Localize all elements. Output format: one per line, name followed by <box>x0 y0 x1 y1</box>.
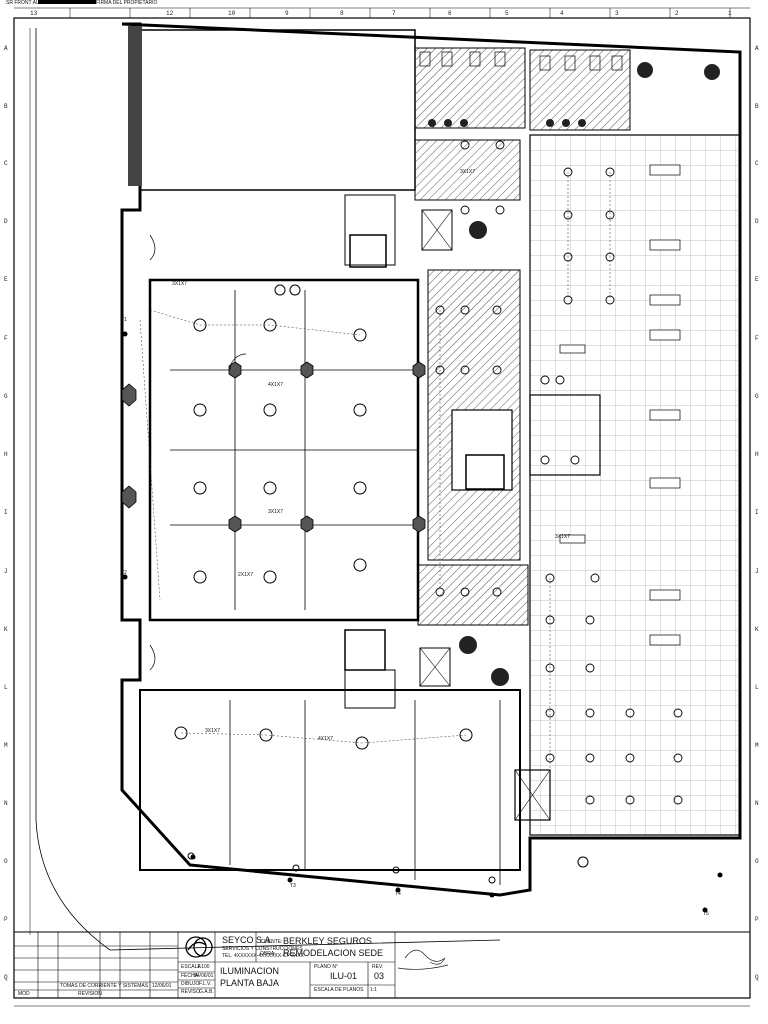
ruler-letter: C <box>4 160 8 167</box>
ruler-num: 8 <box>340 10 344 17</box>
socket-label: T4 <box>395 891 401 897</box>
reviso-value: G.A.B. <box>199 989 214 995</box>
office-grid-area <box>529 134 741 836</box>
company-sub2: TEL. 4XXXXXX-4XXXXXX-CP 2XXX <box>222 953 304 959</box>
ruler-letter: C <box>755 160 759 167</box>
ruler-letter: J <box>755 568 759 575</box>
ruler-letter: P <box>755 916 759 923</box>
dibujo-value: F.L.V. <box>199 981 212 987</box>
ruler-letter: Q <box>4 974 8 981</box>
ruler-letter: P <box>4 916 8 923</box>
redaction-bar <box>38 0 96 4</box>
ruler-letter: H <box>755 451 759 458</box>
dibujo-label: DIBUJO <box>181 981 200 987</box>
ruler-letter: N <box>4 800 8 807</box>
work-label: OBRA: <box>260 951 276 957</box>
ruler-letter: E <box>755 276 759 283</box>
ruler-num: 10 <box>228 10 236 17</box>
escala-value: 1:100 <box>197 964 210 970</box>
escala-label: ESCALA <box>181 964 201 970</box>
drawing-title-2: PLANTA BAJA <box>220 978 279 988</box>
circuit-label: 3X1X7 <box>268 509 284 515</box>
circuit-label: 2X1X7 <box>238 572 254 578</box>
ruler-letter: J <box>4 568 8 575</box>
top-left-note: SR FRONT AUTO <box>6 0 47 6</box>
ruler-num: 4 <box>560 10 564 17</box>
socket-label: T5 <box>703 911 709 917</box>
owner-note: FIRMA DEL PROPIETARIO <box>96 0 158 6</box>
rev-number: 03 <box>374 971 385 981</box>
ruler-letter: G <box>755 393 759 400</box>
ruler-letter: A <box>755 45 759 52</box>
plano-label: PLANO N° <box>314 964 338 970</box>
ruler-letter: G <box>4 393 8 400</box>
ruler-num: 12 <box>166 10 174 17</box>
socket-label: T2 <box>121 570 127 576</box>
ruler-letter: D <box>4 218 8 225</box>
socket-label: T3 <box>290 883 296 889</box>
ruler-letter: M <box>755 742 759 749</box>
ruler-letter: E <box>4 276 8 283</box>
property-boundary <box>35 28 501 951</box>
ruler-letter: M <box>4 742 8 749</box>
circuit-label: 3X1X7 <box>205 728 221 734</box>
client-label: CLIENTE: <box>260 939 283 945</box>
ruler-letter: I <box>4 509 8 516</box>
ruler-num: 13 <box>30 10 38 17</box>
fecha-label: FECHA <box>181 973 198 979</box>
seyco-logo <box>185 936 213 958</box>
ruler-num: 9 <box>285 10 289 17</box>
ruler-letter: K <box>755 626 759 633</box>
rev-label: REV. <box>372 964 384 970</box>
ruler-letter: F <box>4 335 8 342</box>
ruler-letter: Q <box>755 974 759 981</box>
ruler-num: 5 <box>505 10 509 17</box>
plano-number: ILU-01 <box>330 971 358 981</box>
ruler-num: 2 <box>675 10 679 17</box>
ruler-num: 6 <box>448 10 452 17</box>
circuit-label: 3X1X7 <box>555 534 571 540</box>
client-name: BERKLEY SEGUROS <box>283 936 372 946</box>
ruler-letter: B <box>755 103 759 110</box>
ruler-letter: A <box>4 45 8 52</box>
ruler-letter: N <box>755 800 759 807</box>
ruler-letter: F <box>755 335 759 342</box>
circuit-label: 3X1X7 <box>172 281 188 287</box>
work-name: REMODELACION SEDE <box>283 948 384 958</box>
ruler-letter: O <box>4 858 8 865</box>
reviso-label: REVISO <box>181 989 200 995</box>
company-name: SEYCO S.A. <box>222 935 274 945</box>
fecha-value: 04/06/01 <box>194 973 214 979</box>
socket-label: T1 <box>121 317 127 323</box>
ruler-letter: K <box>4 626 8 633</box>
escala-planos-label: ESCALA DE PLANOS <box>314 987 364 993</box>
mod-label: MOD <box>18 991 30 997</box>
circuit-label: 4X1X7 <box>268 382 284 388</box>
drawing-title-1: ILUMINACION <box>220 966 280 976</box>
revision-note: TOMAS DE CORRIENTE Y SISTEMAS <box>60 983 149 989</box>
ruler-num: 1 <box>728 10 732 17</box>
circuit-label: 4X1X7 <box>318 736 334 742</box>
company-sub1: SERVICIOS Y CONSTRUCCIONES <box>222 946 303 952</box>
circuit-label: 3X1X7 <box>460 169 476 175</box>
ruler-letter: H <box>4 451 8 458</box>
revision-date: 12/06/01 <box>152 983 172 989</box>
title-block-frame <box>13 931 751 999</box>
ruler-letter: L <box>755 684 759 691</box>
signature <box>397 949 449 970</box>
ruler-letter: L <box>4 684 8 691</box>
ruler-num: 7 <box>392 10 396 17</box>
ruler-letter: D <box>755 218 759 225</box>
ruler-num: 3 <box>615 10 619 17</box>
escala-planos-value: 1:1 <box>370 987 377 993</box>
ruler-letter: O <box>755 858 759 865</box>
revision-label: REVISION <box>78 991 102 997</box>
ruler-letter: B <box>4 103 8 110</box>
ruler-letter: I <box>755 509 759 516</box>
